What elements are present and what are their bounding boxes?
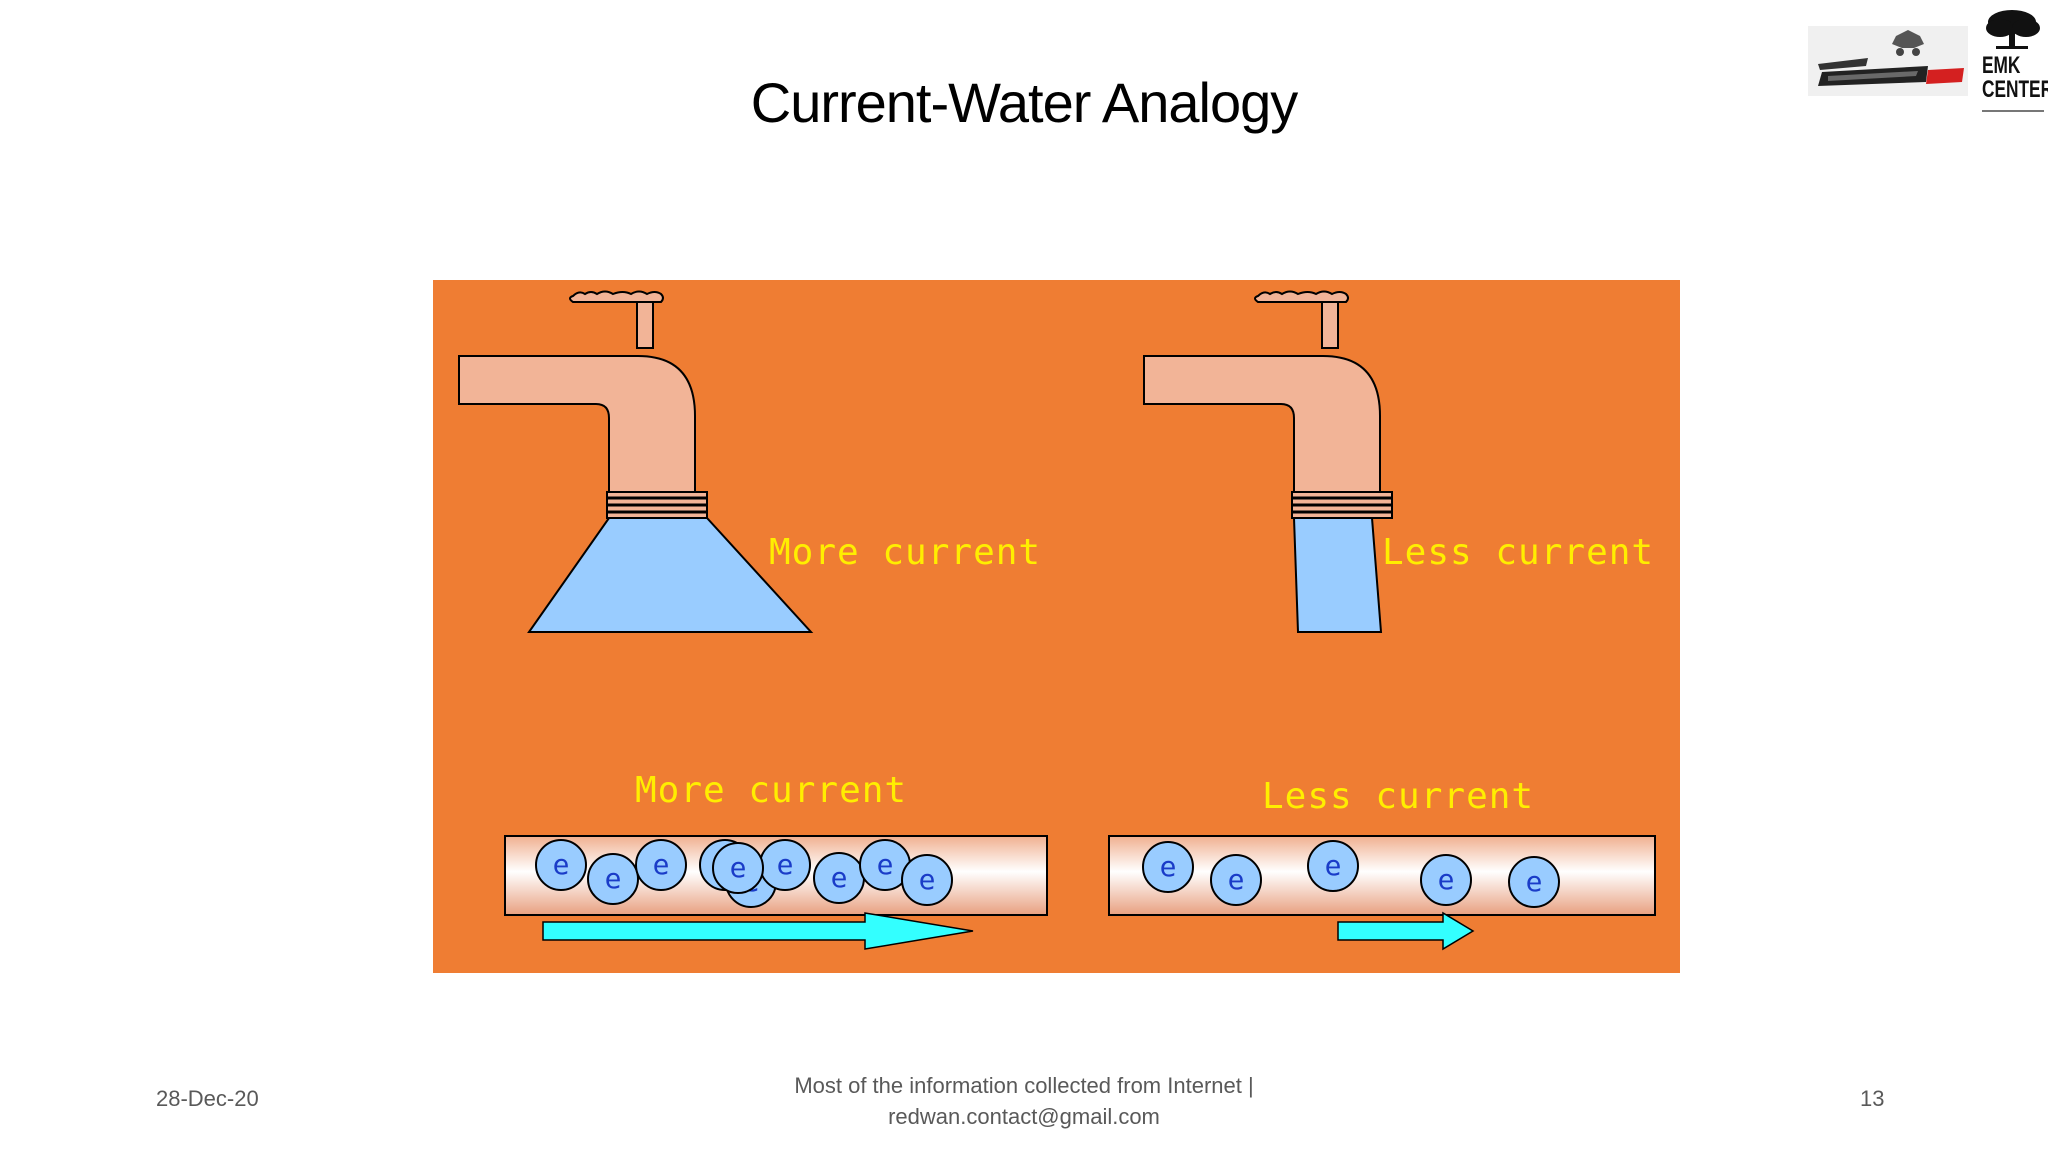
water-stream-wide xyxy=(527,517,814,633)
footer-date: 28-Dec-20 xyxy=(156,1086,259,1111)
slide-title: Current-Water Analogy xyxy=(750,71,1299,134)
electron xyxy=(901,854,953,906)
electron-symbol: e xyxy=(1325,849,1342,882)
wire-left-label: More current xyxy=(635,770,908,811)
electron-symbol: e xyxy=(1438,863,1455,896)
current-arrow-long xyxy=(542,912,974,950)
footer-source-line1: Most of the information collected from I… xyxy=(794,1073,1254,1098)
faucet-right xyxy=(1143,290,1393,633)
water-stream-narrow xyxy=(1292,517,1383,633)
page-number: 13 xyxy=(1860,1086,1885,1111)
electron-symbol: e xyxy=(831,861,848,894)
electron-symbol: e xyxy=(730,851,747,884)
electron-symbol: e xyxy=(1228,863,1245,896)
faucet-right-nozzle-ring xyxy=(1291,491,1393,519)
current-arrow-short xyxy=(1337,911,1475,951)
maker-lab-logo xyxy=(1808,26,1968,96)
emk-center-logo xyxy=(1976,6,2048,116)
footer-source: Most of the information collected from I… xyxy=(724,1070,1324,1132)
electron xyxy=(635,839,687,891)
electron-symbol: e xyxy=(1160,850,1177,883)
electron xyxy=(1508,856,1560,908)
electron-symbol: e xyxy=(919,863,936,896)
electron xyxy=(1420,854,1472,906)
faucet-right-label: Less current xyxy=(1382,532,1655,573)
faucet-left xyxy=(458,290,814,633)
electron xyxy=(535,839,587,891)
emk-center-wordmark: EMK CENTER xyxy=(1982,52,2048,103)
electron-symbol: e xyxy=(553,848,570,881)
electron xyxy=(1307,840,1359,892)
electron xyxy=(587,853,639,905)
electron xyxy=(1210,854,1262,906)
electron xyxy=(712,842,764,894)
electron-symbol: e xyxy=(777,848,794,881)
electron-symbol: e xyxy=(877,848,894,881)
footer-source-line2: redwan.contact@gmail.com xyxy=(888,1104,1160,1129)
faucet-left-label: More current xyxy=(769,532,1042,573)
wire-right-label: Less current xyxy=(1262,776,1535,817)
electron xyxy=(1142,841,1194,893)
faucet-left-nozzle-ring xyxy=(606,491,708,519)
electron-symbol: e xyxy=(653,848,670,881)
electron-symbol: e xyxy=(1526,865,1543,898)
electron-symbol: e xyxy=(605,862,622,895)
